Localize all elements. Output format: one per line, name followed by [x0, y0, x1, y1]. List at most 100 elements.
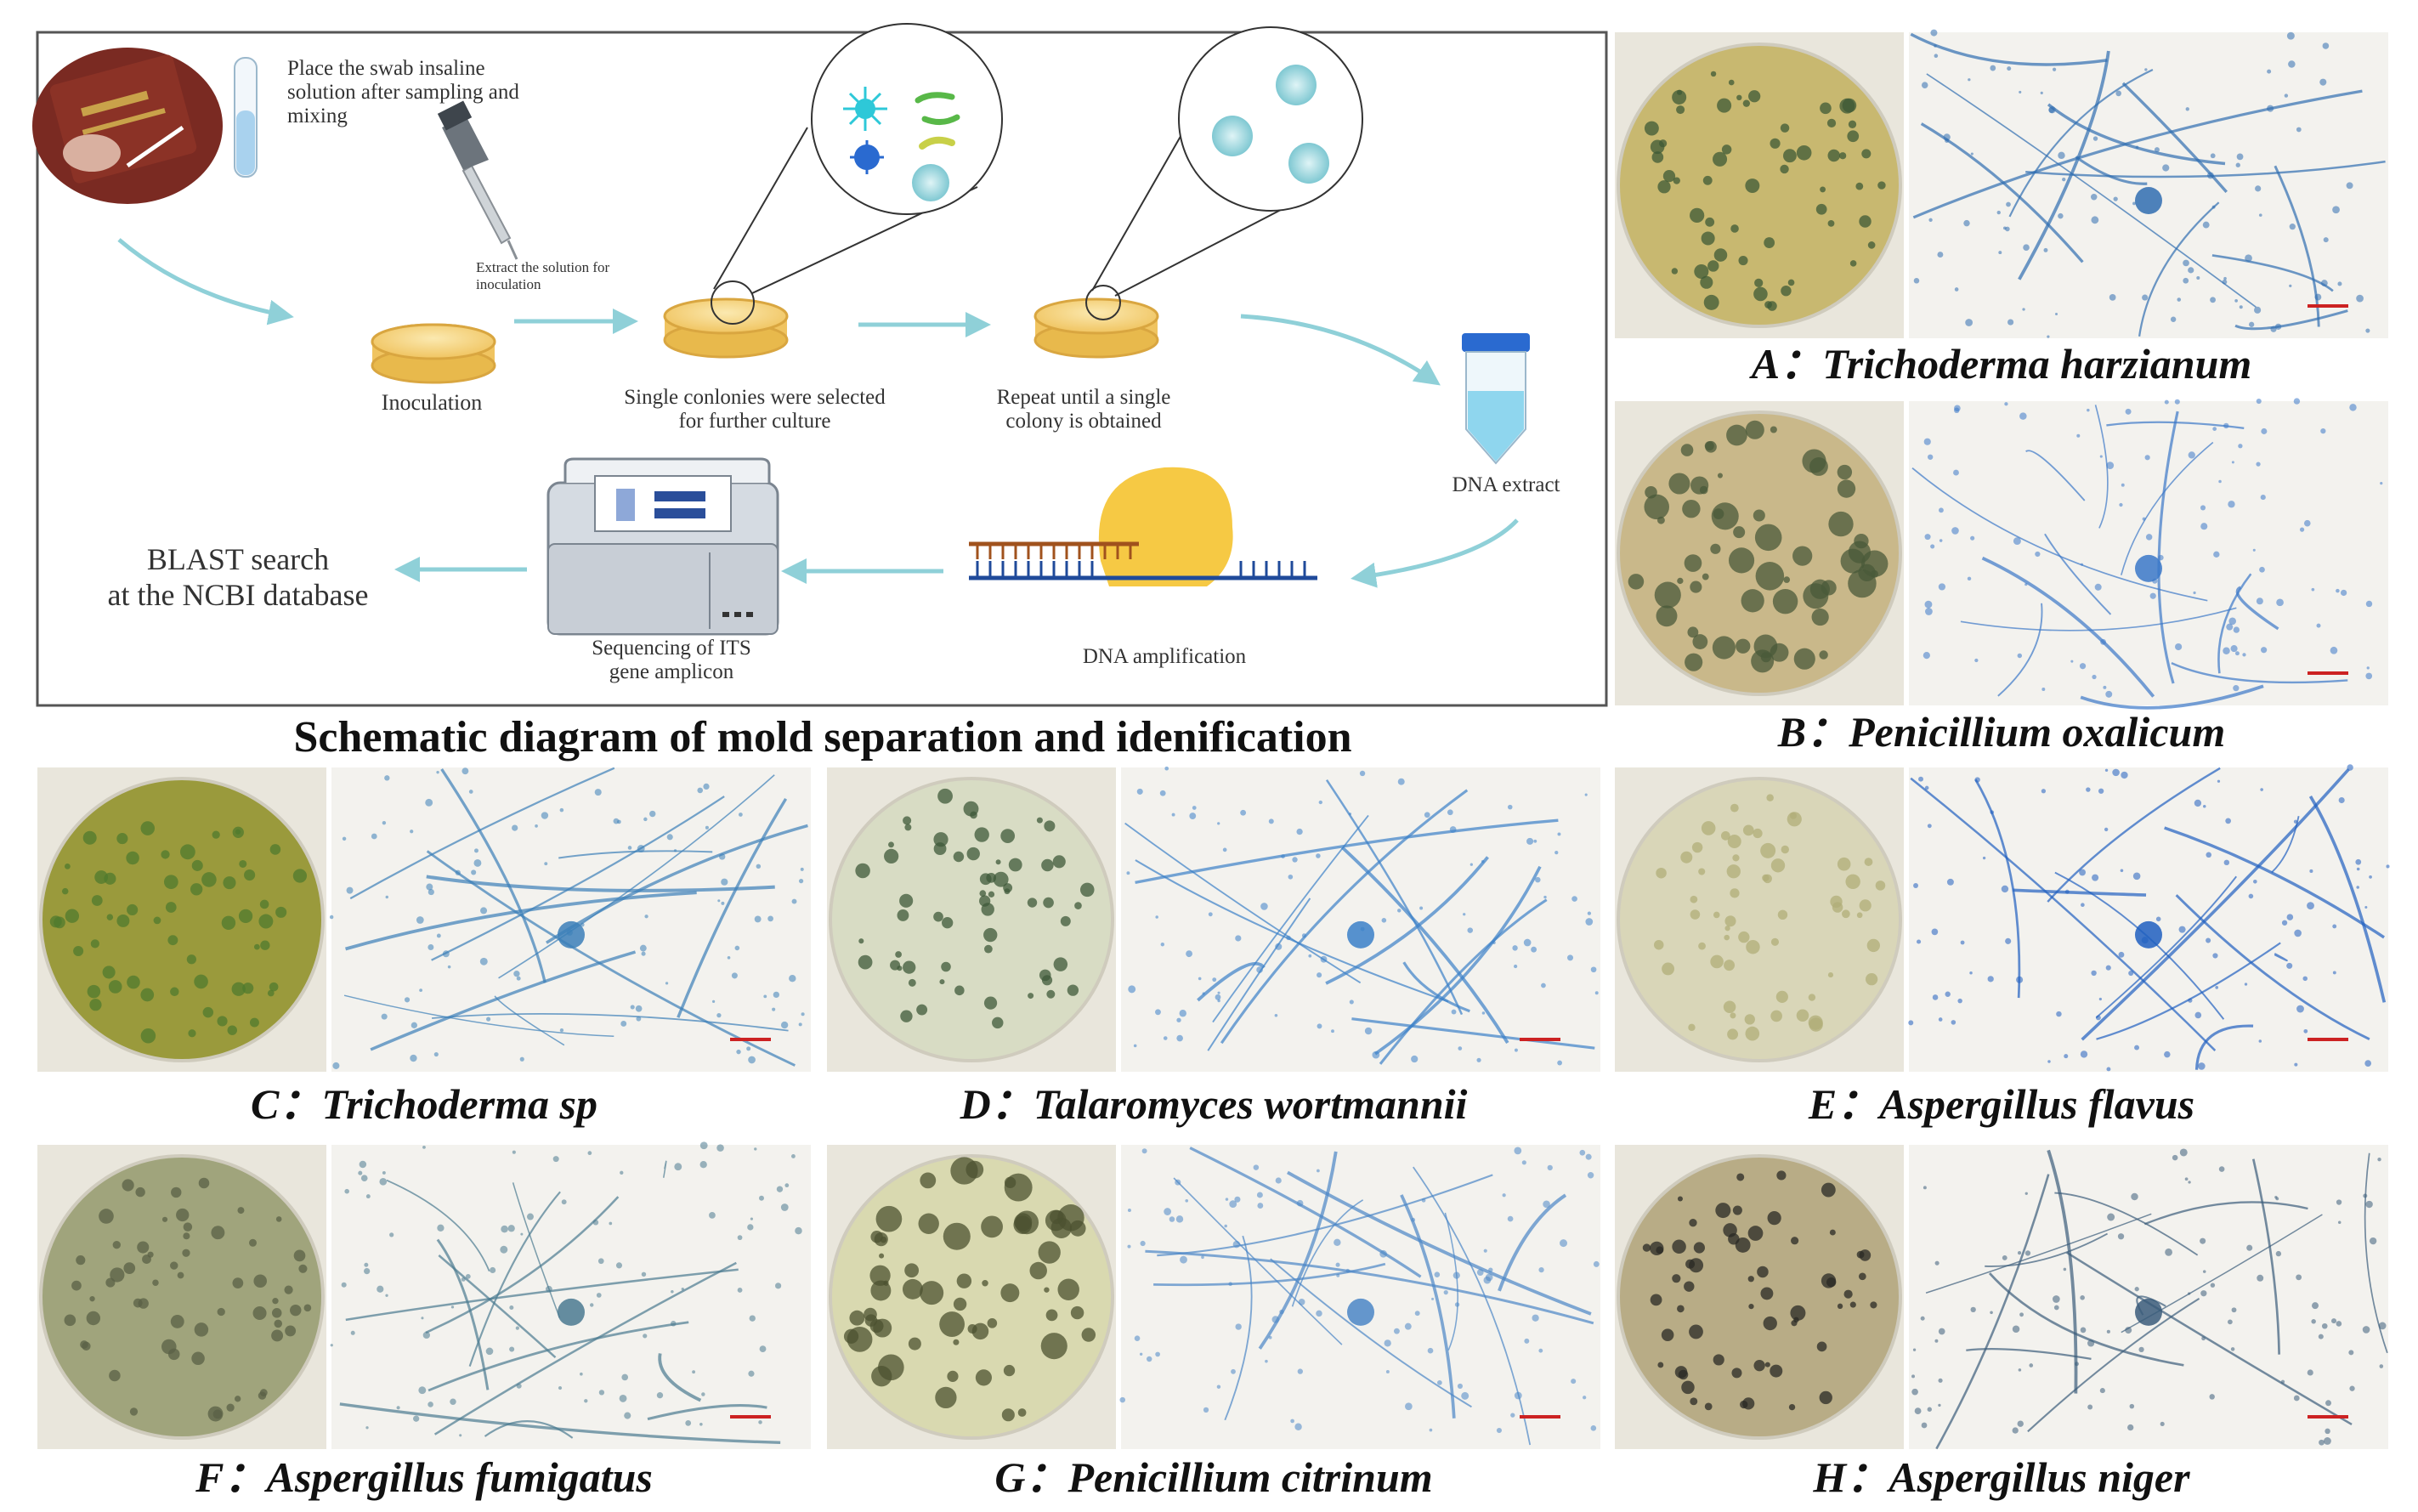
colony-spots: [64, 1177, 312, 1422]
petri-plate-agar: [42, 1158, 321, 1436]
panel-caption-d: D：Talaromyces wortmannii: [960, 1080, 1468, 1128]
pipette-note-line-1: Extract the solution for: [476, 259, 610, 275]
panel-b: B：Penicillium oxalicum: [1615, 398, 2388, 756]
flow-arrow-extract-to-amplification: [1351, 518, 1519, 588]
dna-amplification-illustration: [969, 467, 1317, 586]
flow-arrow-repeat-to-extract: [1240, 314, 1441, 386]
hyphae-strands: [1911, 398, 2383, 710]
scale-bar: [730, 1415, 771, 1419]
hyphae-strands: [1124, 766, 1599, 1066]
pipette-icon: [437, 100, 518, 260]
panel-species: Aspergillus fumigatus: [264, 1453, 653, 1501]
hyphae-strands: [1119, 1147, 1600, 1446]
panel-d: D：Talaromyces wortmannii: [827, 766, 1600, 1128]
panel-a: A：Trichoderma harzianum: [1615, 29, 2388, 388]
colony-spots: [855, 788, 1095, 1029]
swab-sample-photo: [32, 48, 223, 204]
colony-spots: [1642, 1170, 1877, 1411]
panel-f: F：Aspergillus fumigatus: [37, 1141, 811, 1501]
panel-species: Trichoderma harzianum: [1822, 340, 2251, 388]
microbe-mixture-bubble: [811, 23, 1003, 215]
swab-note-line-1: Place the swab insaline: [287, 57, 485, 80]
flow-arrow-sample-to-inoculation: [117, 238, 294, 326]
micrograph-bg: [1121, 1145, 1600, 1449]
colony-spots: [1644, 71, 1886, 311]
centrifuge-tube-icon: [1462, 333, 1530, 465]
scale-bar: [2308, 671, 2348, 675]
hyphae-strands: [1910, 29, 2386, 338]
panel-caption-b: B：Penicillium oxalicum: [1777, 708, 2225, 756]
step-repeat-line-2: colony is obtained: [1005, 410, 1162, 433]
panel-letter: E：: [1808, 1080, 1879, 1128]
zoom-line: [713, 127, 808, 290]
petri-plate-agar: [832, 780, 1111, 1059]
micrograph-bg: [1909, 767, 2388, 1072]
single-colony-bubble: [1178, 26, 1363, 212]
micrograph-bg: [1909, 32, 2388, 338]
swab-note-line-3: mixing: [287, 105, 348, 127]
conidiophore-head: [1347, 1298, 1374, 1326]
panel-species: Talaromyces wortmannii: [1033, 1080, 1468, 1128]
schematic-caption: Schematic diagram of mold separation and…: [293, 713, 1351, 762]
swab-note-line-2: solution after sampling and: [287, 81, 519, 104]
panel-caption-c: C：Trichoderma sp: [251, 1080, 597, 1128]
schematic-diagram: Place the swab insaline solution after s…: [32, 23, 1608, 707]
zoom-line: [1091, 127, 1186, 292]
panel-species: Penicillium oxalicum: [1848, 708, 2225, 756]
step-inoculation-label: Inoculation: [382, 390, 482, 415]
panel-letter: C：: [251, 1080, 321, 1128]
micrograph-bg: [331, 1145, 811, 1449]
scale-bar: [1520, 1415, 1560, 1419]
conidiophore-head: [2135, 187, 2162, 214]
hyphae-strands: [329, 767, 808, 1069]
panel-c: C：Trichoderma sp: [37, 767, 811, 1128]
step-blast-line-2: at the NCBI database: [108, 578, 369, 612]
panel-species: Trichoderma sp: [321, 1080, 597, 1128]
conidiophore-head: [2135, 554, 2162, 582]
conidiophore-head: [2135, 920, 2162, 949]
petri-plate-agar: [1620, 780, 1899, 1059]
panel-species: Aspergillus niger: [1886, 1453, 2190, 1501]
colony-spots: [1654, 794, 1886, 1041]
conidiophore-head: [558, 920, 585, 949]
panel-species: Penicillium citrinum: [1067, 1453, 1432, 1501]
panel-g: G：Penicillium citrinum: [827, 1145, 1600, 1501]
petri-plate-agar: [1620, 1158, 1899, 1436]
hyphae-strands: [1908, 764, 2390, 1072]
petri-dish-selection: [663, 280, 789, 359]
panel-caption-h: H：Aspergillus niger: [1812, 1453, 2190, 1501]
panel-letter: H：: [1812, 1453, 1889, 1501]
panel-h: H：Aspergillus niger: [1615, 1145, 2388, 1501]
step-blast-line-1: BLAST search: [147, 542, 329, 576]
micrograph-bg: [331, 767, 811, 1072]
step-single-colonies-line-2: for further culture: [678, 410, 830, 433]
test-tube-icon: [234, 57, 258, 178]
step-dna-amplification-label: DNA amplification: [1083, 645, 1247, 668]
colony-spots: [49, 821, 308, 1044]
colony-spots: [1628, 420, 1889, 673]
panel-e: E：Aspergillus flavus: [1615, 764, 2390, 1128]
panel-caption-f: F：Aspergillus fumigatus: [195, 1453, 653, 1501]
scale-bar: [2308, 1415, 2348, 1419]
panel-species: Aspergillus flavus: [1877, 1080, 2194, 1128]
step-sequencing-line-2: gene amplicon: [609, 660, 734, 683]
panel-letter: A：: [1749, 340, 1822, 388]
hyphae-strands: [1911, 1148, 2388, 1450]
hyphae-strands: [330, 1141, 802, 1445]
petri-dish-repeat: [1033, 285, 1159, 359]
panel-caption-g: G：Penicillium citrinum: [994, 1453, 1432, 1501]
panel-caption-a: A：Trichoderma harzianum: [1749, 340, 2252, 388]
colony-spots: [843, 1157, 1096, 1422]
scale-bar: [2308, 1038, 2348, 1041]
conidiophore-head: [1347, 920, 1374, 949]
step-dna-extract-label: DNA extract: [1452, 473, 1560, 496]
scale-bar: [2308, 304, 2348, 308]
scale-bar: [1520, 1038, 1560, 1041]
step-single-colonies-line-1: Single conlonies were selected: [624, 386, 886, 409]
conidiophore-head: [558, 1298, 585, 1326]
conidiophore-head: [2135, 1298, 2162, 1326]
sequencer-machine-icon: [546, 457, 779, 636]
pipette-note-line-2: inoculation: [476, 276, 541, 292]
